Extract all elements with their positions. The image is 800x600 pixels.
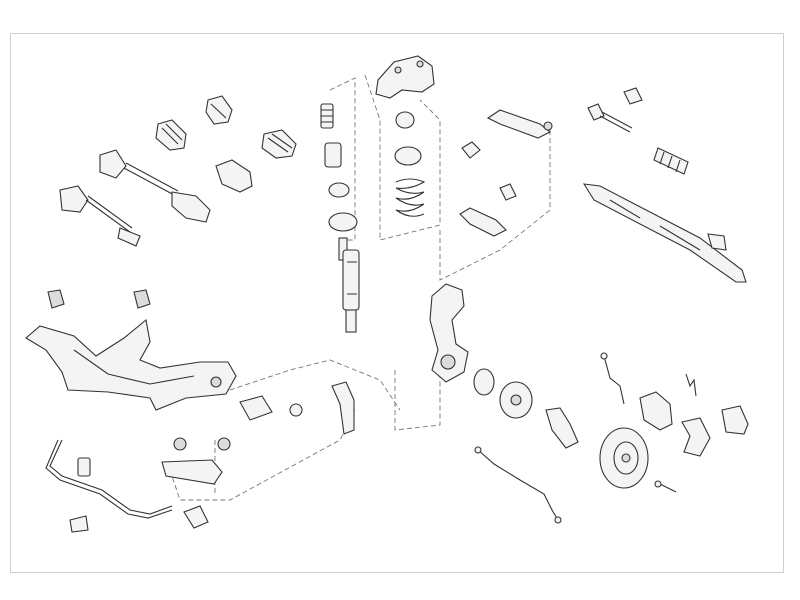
driveshaft-right	[99, 149, 211, 223]
steering-rack	[582, 183, 747, 283]
driveshaft-left	[59, 185, 141, 247]
bump-stop	[320, 103, 358, 232]
steering-knuckle	[429, 283, 469, 383]
abs-sensor	[474, 373, 697, 524]
wheel-hub	[473, 368, 579, 449]
stabilizer-bar	[45, 439, 209, 533]
tie-rod-end	[587, 87, 689, 175]
upper-control-arm	[459, 109, 553, 237]
brake-line	[600, 352, 625, 405]
subframe	[25, 289, 237, 411]
cv-boot-2	[205, 95, 233, 125]
brake-disc	[599, 427, 677, 493]
diagram-frame	[10, 33, 784, 573]
cv-joint	[215, 129, 297, 193]
brake-caliper	[639, 391, 711, 457]
shock-absorber	[338, 237, 360, 333]
spring	[395, 178, 426, 217]
brake-pads	[721, 405, 749, 435]
lower-control-arm	[161, 381, 355, 485]
leader-lines	[169, 74, 551, 501]
cv-boot-1	[155, 119, 187, 151]
strut-mount	[375, 55, 435, 166]
